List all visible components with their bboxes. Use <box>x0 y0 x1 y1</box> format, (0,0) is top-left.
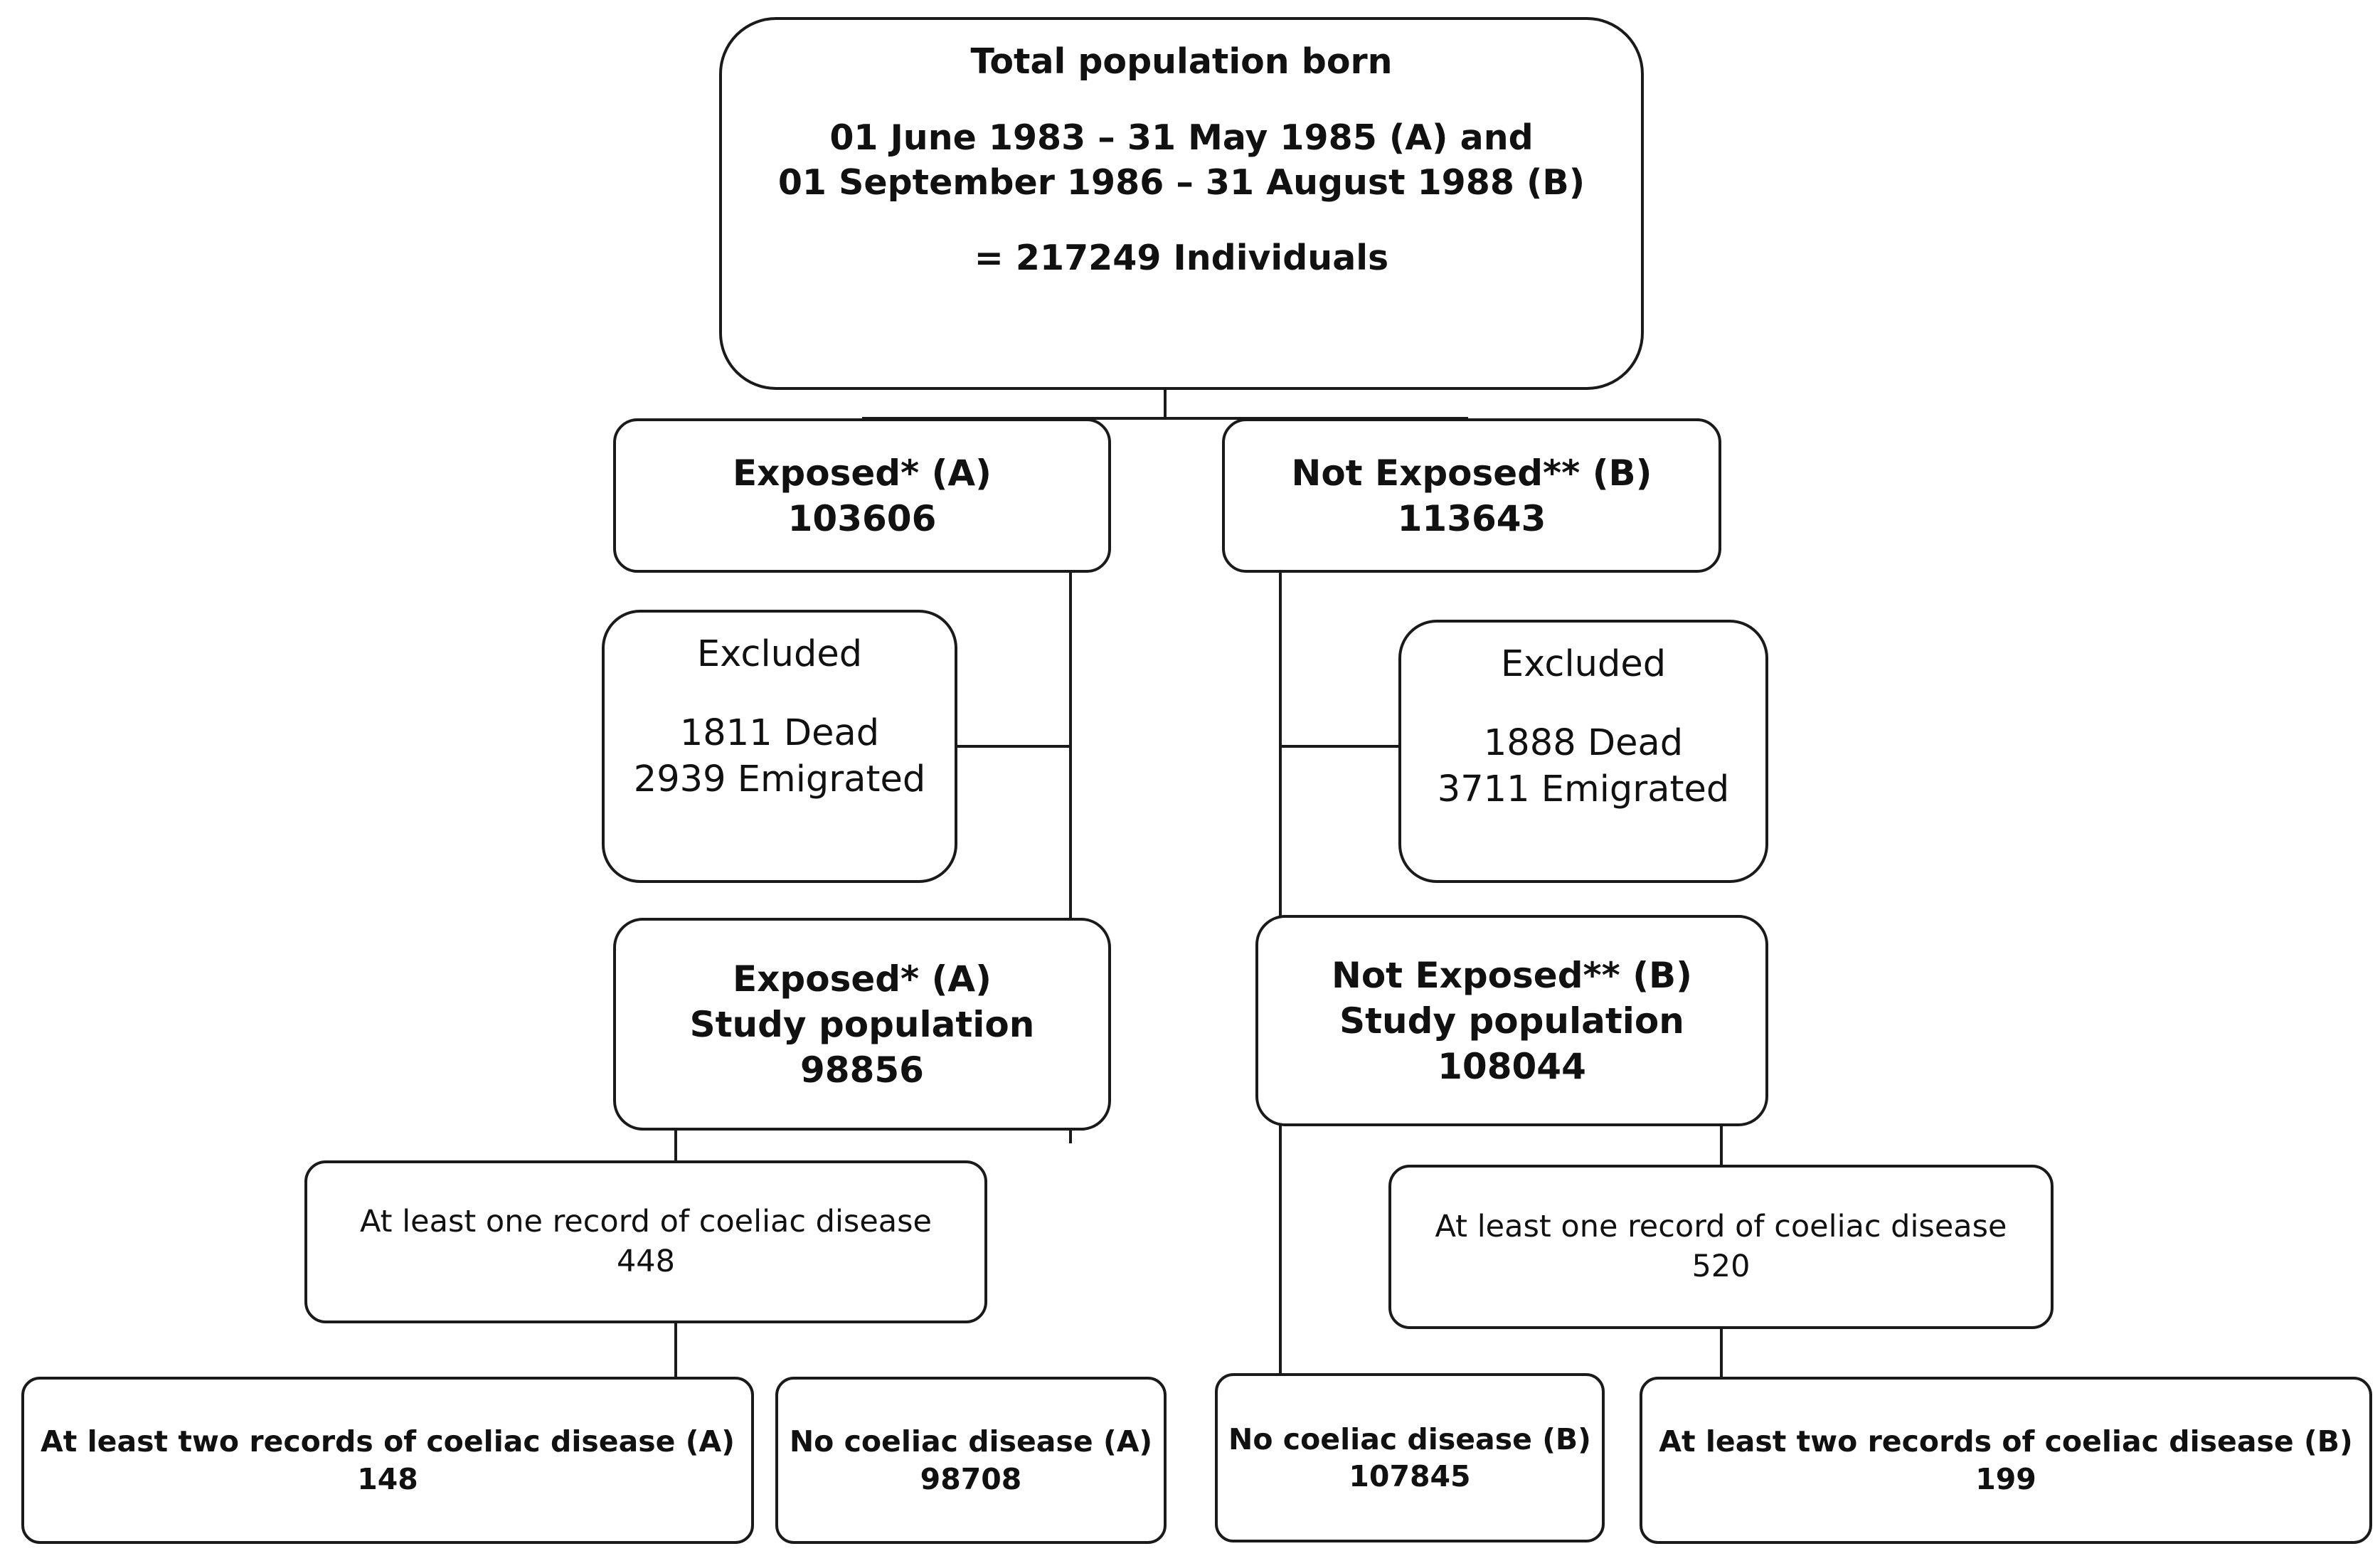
excluded-b-title: Excluded <box>1500 643 1667 685</box>
excluded-b-dead: 1888 Dead <box>1483 722 1684 765</box>
one-record-b-box: At least one record of coeliac disease 5… <box>1388 1165 2054 1329</box>
no-cd-b-box: No coeliac disease (B) 107845 <box>1215 1373 1605 1542</box>
excluded-a-dead: 1811 Dead <box>679 712 880 755</box>
not-exposed-count: 113643 <box>1397 497 1546 539</box>
study-a-label: Exposed* (A) <box>733 958 992 1000</box>
one-record-a-label: At least one record of coeliac disease <box>360 1204 932 1240</box>
study-b-count: 108044 <box>1438 1045 1586 1087</box>
study-a-sub: Study population <box>689 1003 1035 1045</box>
exposed-label: Exposed* (A) <box>733 452 992 494</box>
not-exposed-box: Not Exposed** (B) 113643 <box>1222 418 1721 573</box>
excluded-a-emigrated: 2939 Emigrated <box>633 758 926 801</box>
one-record-b-label: At least one record of coeliac disease <box>1435 1209 2007 1245</box>
total-range-a: 01 June 1983 – 31 May 1985 (A) and <box>829 117 1534 158</box>
excluded-b-emigrated: 3711 Emigrated <box>1437 768 1730 811</box>
excluded-b-box: Excluded 1888 Dead 3711 Emigrated <box>1398 620 1768 883</box>
total-title: Total population born <box>970 41 1393 82</box>
study-b-label: Not Exposed** (B) <box>1331 954 1693 996</box>
study-b-box: Not Exposed** (B) Study population 10804… <box>1255 915 1768 1126</box>
one-record-b-count: 520 <box>1691 1248 1751 1284</box>
two-records-b-box: At least two records of coeliac disease … <box>1640 1377 2372 1544</box>
study-a-count: 98856 <box>800 1049 924 1091</box>
not-exposed-label: Not Exposed** (B) <box>1291 452 1652 494</box>
no-cd-a-box: No coeliac disease (A) 98708 <box>775 1377 1167 1544</box>
two-records-b-label: At least two records of coeliac disease … <box>1659 1424 2353 1459</box>
two-records-a-count: 148 <box>357 1461 418 1496</box>
two-records-a-label: At least two records of coeliac disease … <box>41 1424 735 1459</box>
excluded-a-title: Excluded <box>696 633 863 675</box>
no-cd-b-label: No coeliac disease (B) <box>1228 1422 1591 1456</box>
exposed-count: 103606 <box>787 497 937 539</box>
no-cd-a-label: No coeliac disease (A) <box>789 1424 1153 1459</box>
one-record-a-box: At least one record of coeliac disease 4… <box>304 1160 987 1323</box>
two-records-b-count: 199 <box>1975 1461 2036 1496</box>
study-b-sub: Study population <box>1339 1000 1684 1042</box>
no-cd-a-count: 98708 <box>920 1461 1022 1496</box>
total-count: = 217249 Individuals <box>974 238 1389 279</box>
total-population-box: Total population born 01 June 1983 – 31 … <box>719 17 1644 390</box>
no-cd-b-count: 107845 <box>1349 1459 1471 1493</box>
exposed-box: Exposed* (A) 103606 <box>613 418 1111 573</box>
study-a-box: Exposed* (A) Study population 98856 <box>613 918 1111 1131</box>
total-range-b: 01 September 1986 – 31 August 1988 (B) <box>777 162 1585 203</box>
excluded-a-box: Excluded 1811 Dead 2939 Emigrated <box>602 610 957 883</box>
two-records-a-box: At least two records of coeliac disease … <box>21 1377 754 1544</box>
one-record-a-count: 448 <box>616 1243 676 1279</box>
